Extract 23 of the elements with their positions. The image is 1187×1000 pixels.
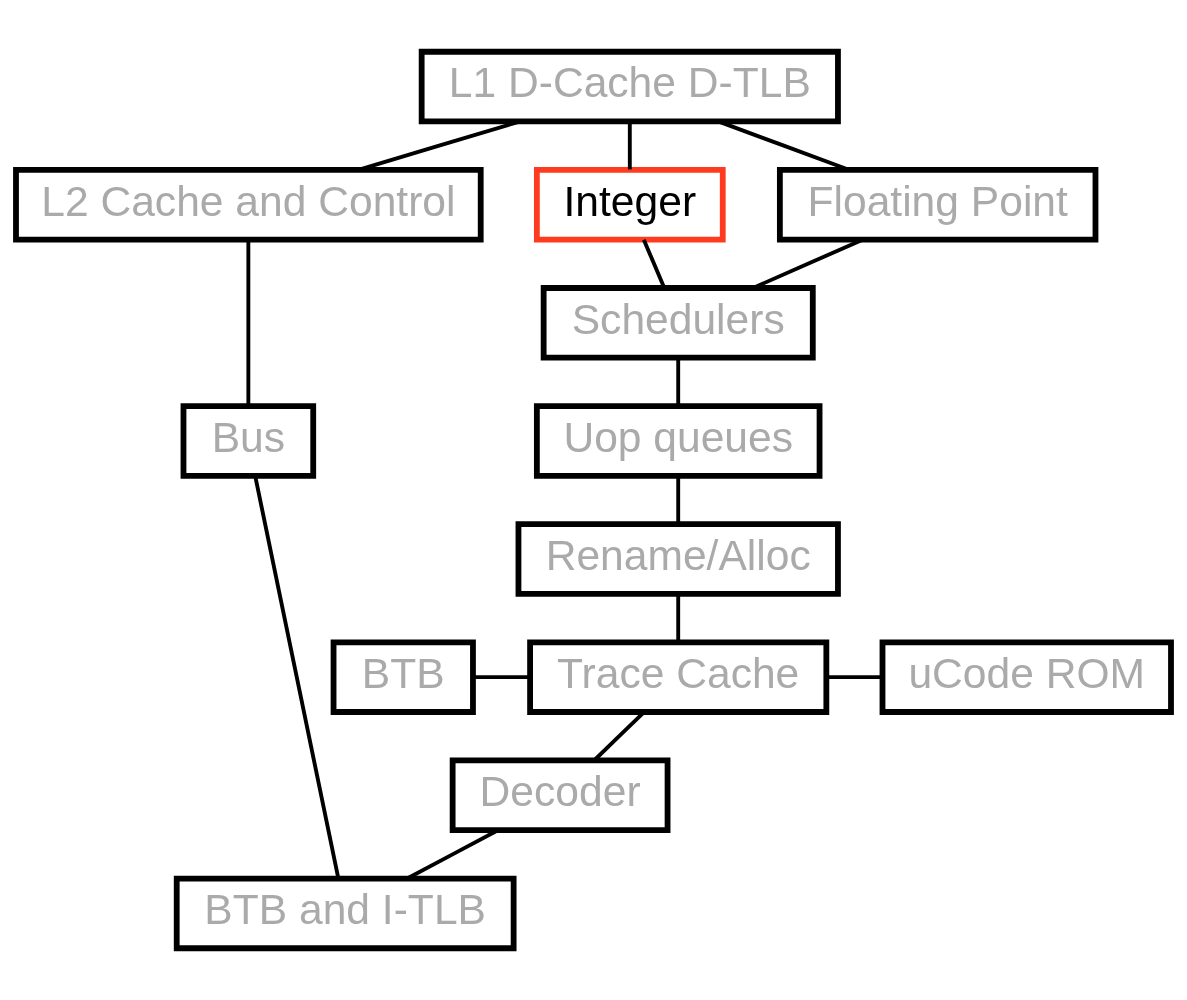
node-box: BTB and I-TLB xyxy=(173,875,517,952)
node-box: Trace Cache xyxy=(527,639,830,715)
node-box: Schedulers xyxy=(540,285,816,361)
node-box: uCode ROM xyxy=(879,639,1174,715)
connector xyxy=(253,475,341,879)
node-box: Decoder xyxy=(449,757,671,834)
node-box: L2 Cache and Control xyxy=(13,166,484,243)
node-box: Rename/Alloc xyxy=(515,521,841,597)
connector xyxy=(826,675,883,680)
connector xyxy=(627,121,632,170)
connector xyxy=(676,594,681,642)
connector xyxy=(473,675,530,680)
node-box: Uop queues xyxy=(533,403,823,479)
node-box: Bus xyxy=(180,403,317,479)
node-box: BTB xyxy=(330,639,476,715)
connector xyxy=(246,239,251,406)
connector xyxy=(676,357,681,406)
connector xyxy=(357,119,521,172)
node-box: Integer xyxy=(533,166,726,243)
connector xyxy=(676,475,681,524)
node-box: Floating Point xyxy=(776,166,1099,243)
node-box: L1 D-Cache D-TLB xyxy=(418,48,841,125)
connector xyxy=(718,119,850,172)
